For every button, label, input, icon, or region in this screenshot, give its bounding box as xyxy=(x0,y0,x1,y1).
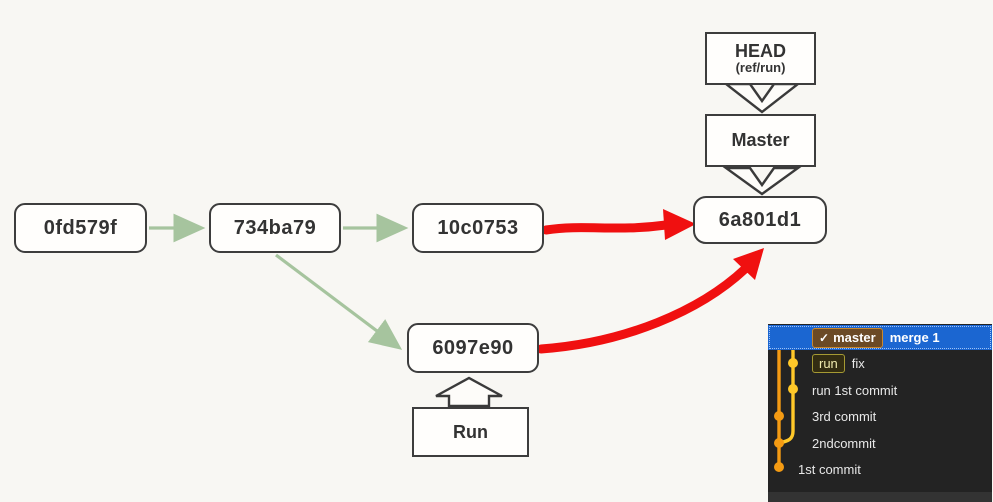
commit-message: merge 1 xyxy=(889,330,940,345)
commit-hash: 6a801d1 xyxy=(718,208,802,231)
branch-badge-run: run xyxy=(812,353,845,373)
commit-dot-run-1st xyxy=(788,384,798,394)
pointer-arrow-head-to-master xyxy=(722,82,802,114)
merge-arrow-6097e90-6a801d1 xyxy=(536,248,764,354)
commit-message: 1st commit xyxy=(798,461,861,477)
commit-hash: 6097e90 xyxy=(432,336,514,359)
commit-node-0fd579f: 0fd579f xyxy=(14,203,147,253)
head-ref-box: HEAD (ref/run) xyxy=(705,32,816,85)
commit-hash: 734ba79 xyxy=(233,216,317,239)
commit-hash: 0fd579f xyxy=(43,216,118,239)
log-row-merge-1[interactable]: ✓ master merge 1 xyxy=(768,325,992,350)
log-row-run-1st-commit[interactable]: run 1st commit xyxy=(768,379,992,401)
log-row-fix[interactable]: run fix xyxy=(768,352,992,374)
check-icon: ✓ xyxy=(819,330,830,345)
commit-message: 2ndcommit xyxy=(812,435,876,451)
master-label: Master xyxy=(731,130,790,151)
git-log-panel: ✓ master merge 1 run fix run 1st commit … xyxy=(768,324,992,502)
run-ref-box: Run xyxy=(412,407,529,457)
branch-badge-master: ✓ master xyxy=(812,327,883,348)
commit-dot-fix xyxy=(788,358,798,368)
master-ref-box: Master xyxy=(705,114,816,167)
branch-name: run xyxy=(819,355,838,371)
pointer-arrow-run-to-6097e90 xyxy=(435,376,503,408)
head-target-label: (ref/run) xyxy=(735,60,786,76)
commit-dot-3rd xyxy=(774,411,784,421)
commit-message: fix xyxy=(851,355,865,371)
head-label: HEAD xyxy=(734,40,786,61)
commit-message: run 1st commit xyxy=(812,382,898,398)
log-row-1st-commit[interactable]: 1st commit xyxy=(768,458,992,480)
commit-message: 3rd commit xyxy=(812,408,877,424)
merge-arrow-10c0753-6a801d1 xyxy=(541,209,696,240)
panel-scrollbar-strip[interactable] xyxy=(768,492,992,502)
branch-name: master xyxy=(833,330,876,345)
commit-node-6097e90: 6097e90 xyxy=(407,323,539,373)
edge-734ba79-6097e90 xyxy=(275,253,403,350)
commit-hash: 10c0753 xyxy=(437,216,519,239)
commit-node-6a801d1: 6a801d1 xyxy=(693,196,827,244)
commit-node-10c0753: 10c0753 xyxy=(412,203,544,253)
commit-dot-2nd xyxy=(774,438,784,448)
pointer-arrow-master-to-6a801d1 xyxy=(722,166,802,196)
commit-dot-1st xyxy=(774,462,784,472)
commit-node-734ba79: 734ba79 xyxy=(209,203,341,253)
run-label: Run xyxy=(453,421,488,442)
log-row-3rd-commit[interactable]: 3rd commit xyxy=(768,405,992,427)
log-row-2ndcommit[interactable]: 2ndcommit xyxy=(768,432,992,454)
